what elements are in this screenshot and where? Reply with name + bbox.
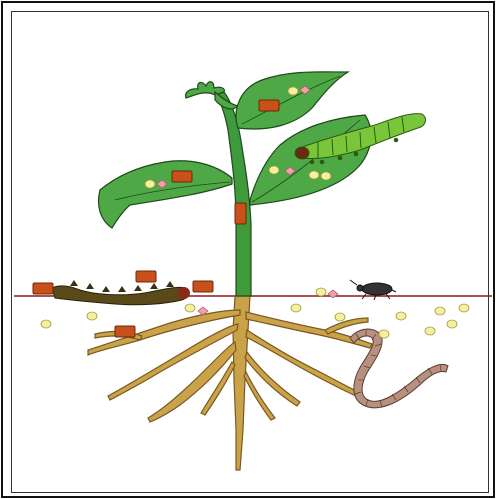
- roots: [88, 296, 372, 470]
- orange-marker: [115, 326, 135, 337]
- orange-marker: [172, 171, 192, 182]
- orange-marker: [193, 281, 213, 292]
- orange-marker: [136, 271, 156, 282]
- beetle-icon: [350, 280, 396, 300]
- leaf-left: [99, 161, 233, 228]
- orange-marker: [33, 283, 53, 294]
- orange-marker: [259, 100, 279, 111]
- plant-bud: [186, 82, 238, 109]
- brown-caterpillar-icon: [52, 280, 190, 305]
- orange-marker: [235, 203, 246, 224]
